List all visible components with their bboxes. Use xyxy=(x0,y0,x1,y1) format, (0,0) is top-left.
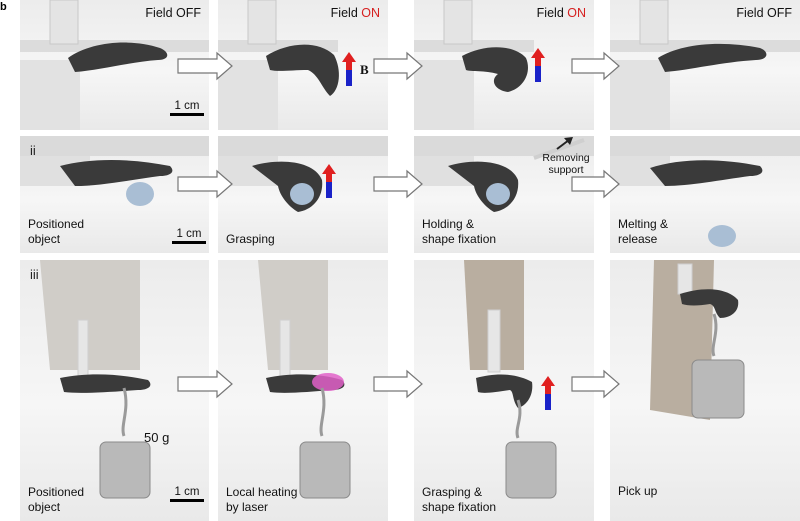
frame-caption: Holding & shape fixation xyxy=(422,217,497,246)
frame-iii-4: Pick up xyxy=(610,260,800,521)
weight-object xyxy=(505,441,557,499)
frame-ii-4: Melting & release xyxy=(610,136,800,253)
scale-bar-label: 1 cm xyxy=(174,100,200,112)
soft-gripper-hand xyxy=(448,161,519,212)
target-object xyxy=(708,225,736,247)
frame-illustration xyxy=(20,0,209,130)
mass-label: 50 g xyxy=(144,430,170,445)
soft-gripper-hand xyxy=(680,289,739,318)
frame-illustration xyxy=(414,0,534,130)
removing-support-label: Removing support xyxy=(542,152,590,176)
frame-caption: Melting & release xyxy=(618,217,669,246)
field-label: Field OFF xyxy=(736,6,792,20)
frame-illustration xyxy=(258,260,351,499)
target-object xyxy=(290,183,314,205)
scale-bar-label: 1 cm xyxy=(176,228,202,240)
frame-i-3: Field ON xyxy=(414,0,594,130)
scale-bar: 1 cm xyxy=(172,228,206,244)
frame-illustration xyxy=(650,260,745,420)
weight-object xyxy=(691,359,745,419)
magnetic-field-arrow-icon xyxy=(322,164,336,198)
frame-iii-3: Grasping & shape fixation xyxy=(414,260,594,521)
frame-caption: Local heating by laser xyxy=(226,485,298,514)
soft-gripper-hand xyxy=(60,374,151,393)
removal-direction-arrow-icon xyxy=(556,137,573,150)
field-label: Field ON xyxy=(536,6,586,20)
laser-heating-spot xyxy=(312,373,344,391)
frame-caption: Grasping & shape fixation xyxy=(422,485,497,514)
target-object xyxy=(126,182,154,206)
frame-ii-1: ii Positioned object 1 cm xyxy=(20,136,209,253)
magnetic-field-arrow-icon xyxy=(541,376,555,410)
frame-caption: Positioned object xyxy=(28,485,85,514)
frame-illustration xyxy=(464,260,557,499)
soft-gripper-hand xyxy=(476,374,533,408)
frame-iii-1: iii 50 g Positioned object 1 cm xyxy=(20,260,209,521)
frame-caption: Pick up xyxy=(618,484,658,498)
frame-ii-2: Grasping xyxy=(218,136,388,253)
weight-object xyxy=(99,441,151,499)
frame-caption: Positioned object xyxy=(28,217,85,246)
frame-illustration xyxy=(610,136,800,247)
frame-ii-3: Holding & shape fixation xyxy=(414,136,594,253)
scale-bar-label: 1 cm xyxy=(174,486,200,498)
panel-letter: b xyxy=(0,1,7,13)
soft-gripper-hand xyxy=(462,47,528,92)
frame-i-1: Field OFF 1 cm xyxy=(20,0,209,130)
magnetic-field-arrow-icon xyxy=(342,52,356,86)
frame-illustration xyxy=(218,0,339,130)
magnetic-field-arrow-icon xyxy=(531,48,545,82)
frame-illustration xyxy=(218,136,388,212)
scale-bar-line xyxy=(172,241,206,244)
frame-i-2: Field ON B xyxy=(218,0,388,130)
target-object xyxy=(486,183,510,205)
scale-bar: 1 cm xyxy=(170,100,204,116)
soft-gripper-hand xyxy=(68,42,168,72)
field-label: Field ON xyxy=(330,6,380,20)
scale-bar: 1 cm xyxy=(170,486,204,502)
soft-gripper-hand xyxy=(266,44,339,96)
field-arrow-label: B xyxy=(360,62,369,77)
frame-i-4: Field OFF xyxy=(610,0,800,130)
row-label-iii: iii xyxy=(30,267,39,282)
frame-illustration xyxy=(40,260,151,499)
soft-gripper-hand xyxy=(650,160,763,186)
field-label: Field OFF xyxy=(145,6,201,20)
row-label-ii: ii xyxy=(30,143,36,158)
scale-bar-line xyxy=(170,499,204,502)
frame-illustration xyxy=(20,136,209,206)
soft-gripper-hand xyxy=(658,43,767,72)
frame-illustration xyxy=(610,0,800,130)
frame-caption: Grasping xyxy=(226,232,275,246)
frame-illustration xyxy=(414,136,594,212)
frame-iii-2: Local heating by laser xyxy=(218,260,388,521)
soft-gripper-hand xyxy=(60,160,173,186)
soft-gripper-hand xyxy=(252,161,323,212)
weight-object xyxy=(299,441,351,499)
scale-bar-line xyxy=(170,113,204,116)
